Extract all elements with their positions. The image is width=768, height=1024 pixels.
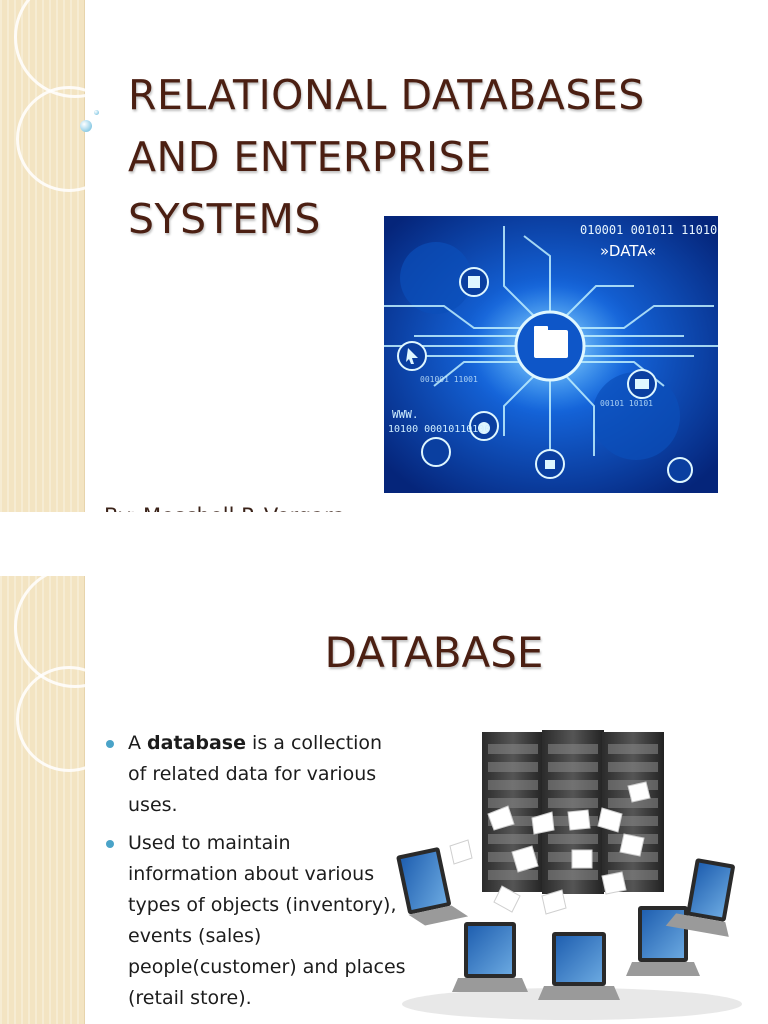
bullet-text: is a collection of related data for vari…: [128, 732, 383, 816]
title-line: RELATIONAL DATABASES: [128, 71, 645, 119]
bullet-prefix: A: [128, 732, 148, 754]
binary-text: 010001 001011 110100: [580, 223, 718, 237]
bullet-list: A database is a collection of related da…: [106, 728, 406, 1021]
binary-text: 001001 11001: [420, 375, 478, 384]
binary-text: 10100 00010110100: [388, 424, 490, 435]
list-item: A database is a collection of related da…: [106, 728, 406, 821]
list-item: Used to maintain information about vario…: [106, 828, 406, 1014]
title-line: SYSTEMS: [128, 195, 321, 243]
bullet-text: Used to maintain information about vario…: [128, 832, 406, 1009]
slide-title: RELATIONAL DATABASES AND ENTERPRISE SYST…: [128, 64, 645, 250]
bullet-icon: [106, 840, 114, 848]
binary-text: 00101 10101: [600, 399, 653, 408]
bullet-icon: [106, 740, 114, 748]
decorative-ring: [16, 86, 122, 192]
decorative-ring: [14, 0, 136, 98]
server-network-illustration: [396, 730, 742, 1020]
decorative-ring: [16, 666, 122, 772]
decorative-dot: [94, 110, 99, 115]
author-line: By: Meschell P. Vergara: [104, 504, 346, 512]
decorative-sidebar: [0, 0, 136, 512]
title-line: AND ENTERPRISE: [128, 133, 492, 181]
title-slide: RELATIONAL DATABASES AND ENTERPRISE SYST…: [0, 0, 718, 512]
decorative-sidebar: [0, 576, 136, 1024]
slide-separator: [0, 512, 768, 576]
data-label: »DATA«: [600, 242, 656, 260]
decorative-dot: [80, 120, 92, 132]
www-label: WWW.: [392, 408, 419, 421]
data-network-illustration: 010001 001011 110100 »DATA« WWW. 10100 0…: [384, 216, 718, 493]
slide-title: DATABASE: [324, 628, 544, 677]
bold-term: database: [147, 732, 246, 754]
database-slide: DATABASE A database is a collection of r…: [0, 576, 768, 1024]
